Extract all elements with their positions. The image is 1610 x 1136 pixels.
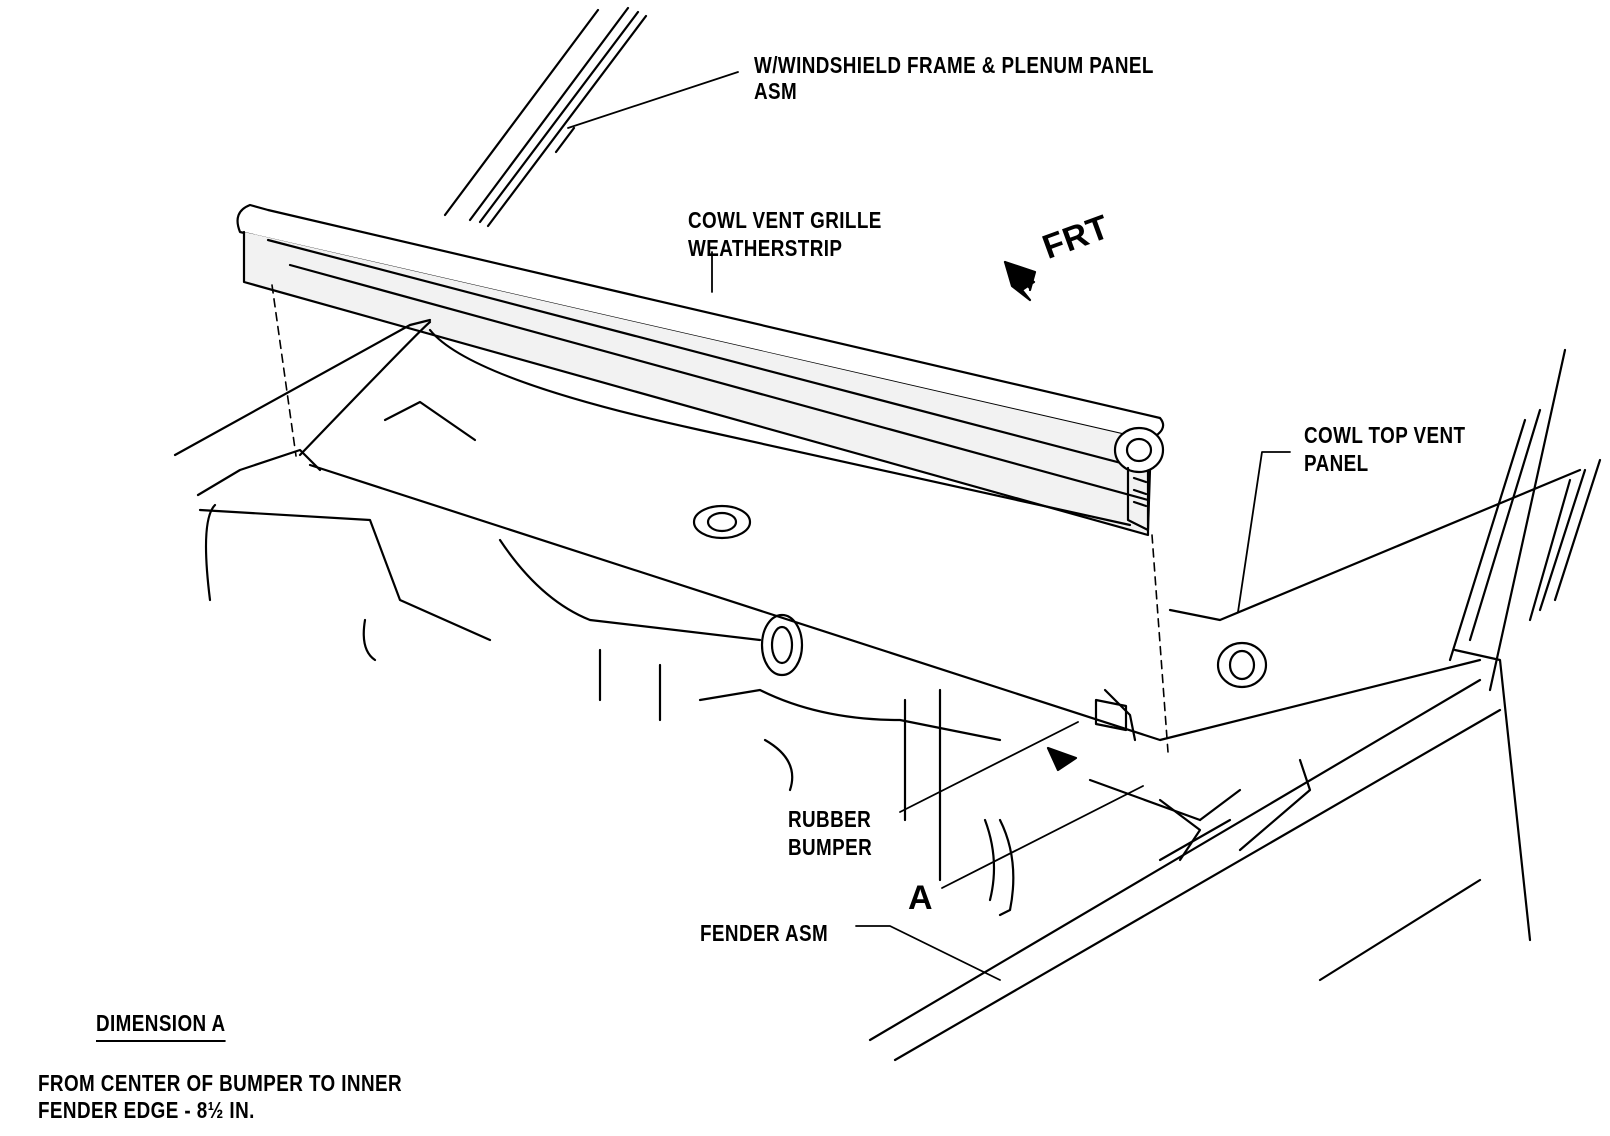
front-arrow-icon xyxy=(1003,260,1037,302)
windshield-frame-drawing xyxy=(443,6,648,228)
dimension-a-marker: A xyxy=(908,879,934,917)
cowl-top-vent-label-line2: PANEL xyxy=(1304,450,1369,476)
cowl-panel-drawing xyxy=(173,318,1582,882)
fender-drawing xyxy=(868,348,1602,1062)
fender-asm-label: FENDER ASM xyxy=(700,920,829,946)
windshield-frame-label-line2: ASM xyxy=(754,78,798,104)
dimension-note-line1: FROM CENTER OF BUMPER TO INNER xyxy=(38,1070,403,1096)
install-guide-lines xyxy=(271,284,1169,753)
leader-lines xyxy=(567,71,1291,981)
weatherstrip-label-line2: WEATHERSTRIP xyxy=(688,235,843,261)
rubber-bumper-label-line2: BUMPER xyxy=(788,834,873,860)
cowl-top-vent-label: COWL TOP VENT xyxy=(1304,422,1466,448)
rubber-bumper-label: RUBBER xyxy=(788,806,872,832)
rubber-bumper-drawing xyxy=(1046,698,1128,772)
dimension-note-line2: FENDER EDGE - 8½ IN. xyxy=(38,1097,255,1123)
dimension-note-title-text: DIMENSION A xyxy=(96,1010,226,1042)
weatherstrip-drawing xyxy=(236,203,1165,537)
dimension-note-title: DIMENSION A xyxy=(96,1010,226,1042)
weatherstrip-label: COWL VENT GRILLE xyxy=(688,207,882,233)
windshield-frame-label: W/WINDSHIELD FRAME & PLENUM PANEL xyxy=(754,52,1154,78)
